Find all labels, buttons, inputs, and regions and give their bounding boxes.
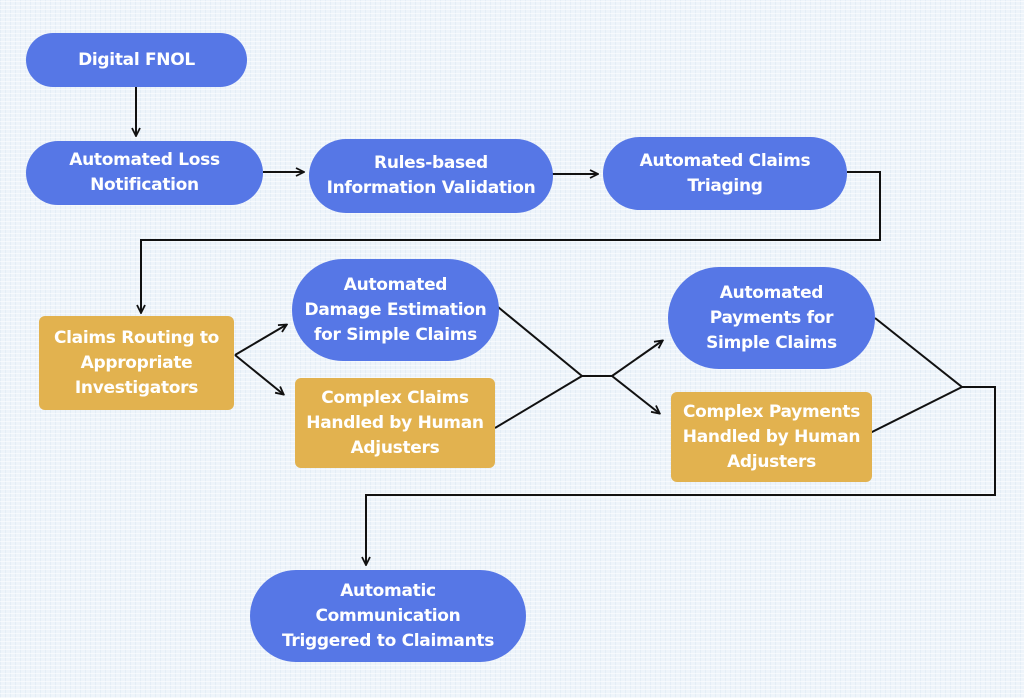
line-complex-payments-to-merge	[869, 386, 963, 434]
node-automated-damage-estimation: Automated Damage Estimation for Simple C…	[292, 259, 499, 361]
node-label: Automatic Communication Triggered to Cla…	[281, 580, 495, 651]
arrow-triaging-to-routing	[141, 171, 881, 312]
line-complex-claims-to-merge	[494, 375, 583, 429]
arrow-routing-to-complex-claims	[234, 354, 283, 394]
arrow-merge-to-communication	[366, 386, 996, 564]
node-digital-fnol: Digital FNOL	[26, 33, 247, 87]
node-label: Automated Damage Estimation for Simple C…	[304, 274, 487, 345]
node-claims-routing: Claims Routing to Appropriate Investigat…	[39, 316, 234, 410]
node-complex-claims-human: Complex Claims Handled by Human Adjuster…	[295, 378, 495, 468]
node-label: Complex Payments Handled by Human Adjust…	[682, 401, 861, 472]
node-label: Automated Payments for Simple Claims	[706, 282, 837, 353]
arrow-merge-to-automated-payments	[611, 341, 662, 377]
node-automated-payments: Automated Payments for Simple Claims	[668, 267, 875, 369]
node-automated-loss-notification: Automated Loss Notification	[26, 141, 263, 205]
node-label: Automated Claims Triaging	[639, 150, 811, 196]
line-damage-estimation-to-merge	[497, 306, 583, 377]
arrow-merge-to-complex-payments	[611, 375, 659, 413]
node-label: Claims Routing to Appropriate Investigat…	[53, 327, 220, 398]
node-label: Digital FNOL	[78, 49, 195, 70]
node-label: Complex Claims Handled by Human Adjuster…	[306, 387, 484, 458]
node-label: Rules-based Information Validation	[326, 153, 536, 198]
node-label: Automated Loss Notification	[69, 150, 220, 195]
node-rules-based-validation: Rules-based Information Validation	[309, 139, 553, 213]
node-automatic-communication: Automatic Communication Triggered to Cla…	[250, 570, 526, 662]
arrow-routing-to-damage-estimation	[234, 325, 286, 356]
line-automated-payments-to-merge	[874, 317, 963, 388]
node-automated-claims-triaging: Automated Claims Triaging	[603, 137, 847, 210]
node-complex-payments-human: Complex Payments Handled by Human Adjust…	[671, 392, 872, 482]
